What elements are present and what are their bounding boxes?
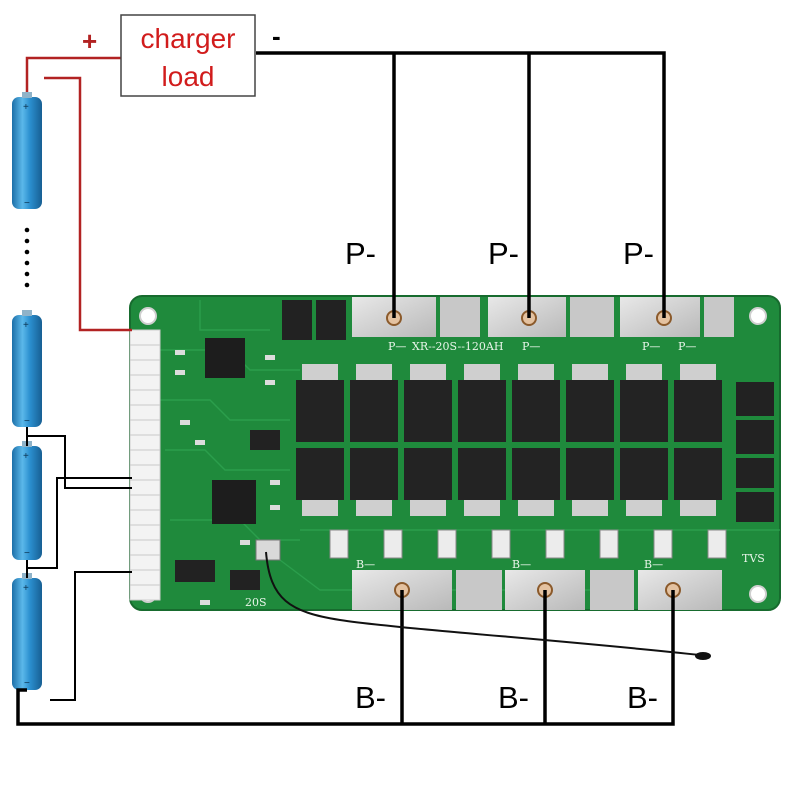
- b-minus-label: B-: [627, 680, 658, 715]
- cell-continuation-dots: [24, 227, 30, 288]
- pcb-b-mark: B—: [644, 558, 663, 571]
- p-minus-label: P-: [623, 236, 654, 271]
- pcb-p-mark: P—: [642, 340, 660, 353]
- b-minus-label: B-: [355, 680, 386, 715]
- pcb-b-mark: B—: [512, 558, 531, 571]
- battery-cell: + −: [12, 573, 42, 690]
- battery-cell: + −: [12, 310, 42, 427]
- negative-sign: -: [272, 21, 281, 51]
- svg-text:+: +: [23, 451, 29, 462]
- pcb-tvs-text: TVS: [742, 552, 765, 565]
- charger-label: charger: [141, 23, 236, 54]
- p-minus-label: P-: [345, 236, 376, 271]
- charger-load-box: charger load: [120, 14, 256, 97]
- positive-sign: +: [82, 26, 97, 56]
- battery-cell: + −: [12, 92, 42, 209]
- p-minus-label: P-: [488, 236, 519, 271]
- pcb-model-text: XR--20S--120AH: [412, 340, 503, 353]
- svg-text:−: −: [24, 416, 30, 427]
- pcb-series-text: 20S: [245, 596, 267, 609]
- svg-text:−: −: [24, 678, 30, 689]
- positive-wires: [25, 56, 132, 332]
- pcb-p-mark: P—: [678, 340, 696, 353]
- pcb-board: P— XR--20S--120AH P— P— P— B— B— B— 20S …: [129, 295, 781, 611]
- svg-text:+: +: [23, 320, 29, 331]
- main-negative-bus: [16, 51, 675, 726]
- load-label: load: [162, 61, 215, 92]
- pcb-p-mark: P—: [522, 340, 540, 353]
- b-minus-label: B-: [498, 680, 529, 715]
- svg-text:+: +: [23, 583, 29, 594]
- negative-wires: [26, 427, 132, 701]
- svg-text:−: −: [24, 198, 30, 209]
- svg-text:+: +: [23, 102, 29, 113]
- pcb-b-mark: B—: [356, 558, 375, 571]
- battery-string: + − + − + − + −: [12, 92, 42, 690]
- svg-text:−: −: [24, 548, 30, 559]
- battery-cell: + −: [12, 441, 42, 560]
- ntc-sensor-wire: [265, 551, 701, 656]
- pcb-p-mark: P—: [388, 340, 406, 353]
